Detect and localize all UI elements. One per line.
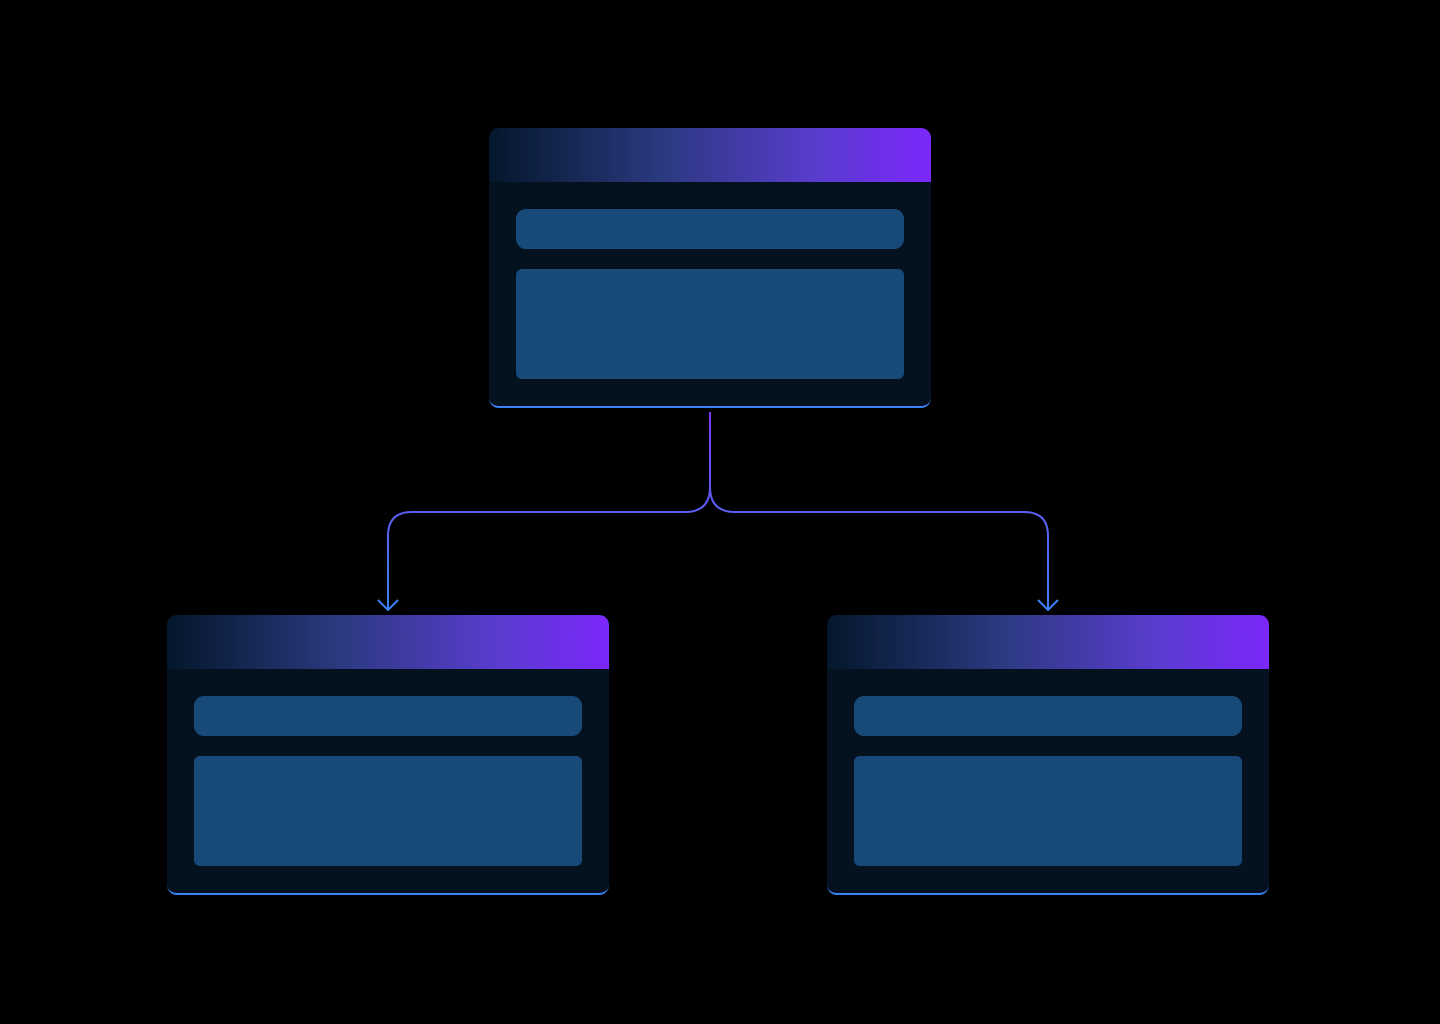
left-child-node-card[interactable] — [167, 615, 609, 895]
edge-root-to-left — [387, 412, 711, 610]
card-header — [167, 615, 609, 669]
chevron-down-icon — [377, 599, 399, 612]
card-header — [827, 615, 1269, 669]
chevron-down-icon — [1037, 599, 1059, 612]
card-title-placeholder — [194, 696, 582, 736]
card-content-placeholder — [516, 269, 904, 379]
card-title-placeholder — [854, 696, 1242, 736]
card-body — [827, 669, 1269, 866]
right-child-node-card[interactable] — [827, 615, 1269, 895]
card-content-placeholder — [194, 756, 582, 866]
card-header — [489, 128, 931, 182]
card-body — [167, 669, 609, 866]
card-body — [489, 182, 931, 379]
card-title-placeholder — [516, 209, 904, 249]
root-node-card[interactable] — [489, 128, 931, 408]
card-content-placeholder — [854, 756, 1242, 866]
edge-root-to-right — [709, 412, 1049, 610]
